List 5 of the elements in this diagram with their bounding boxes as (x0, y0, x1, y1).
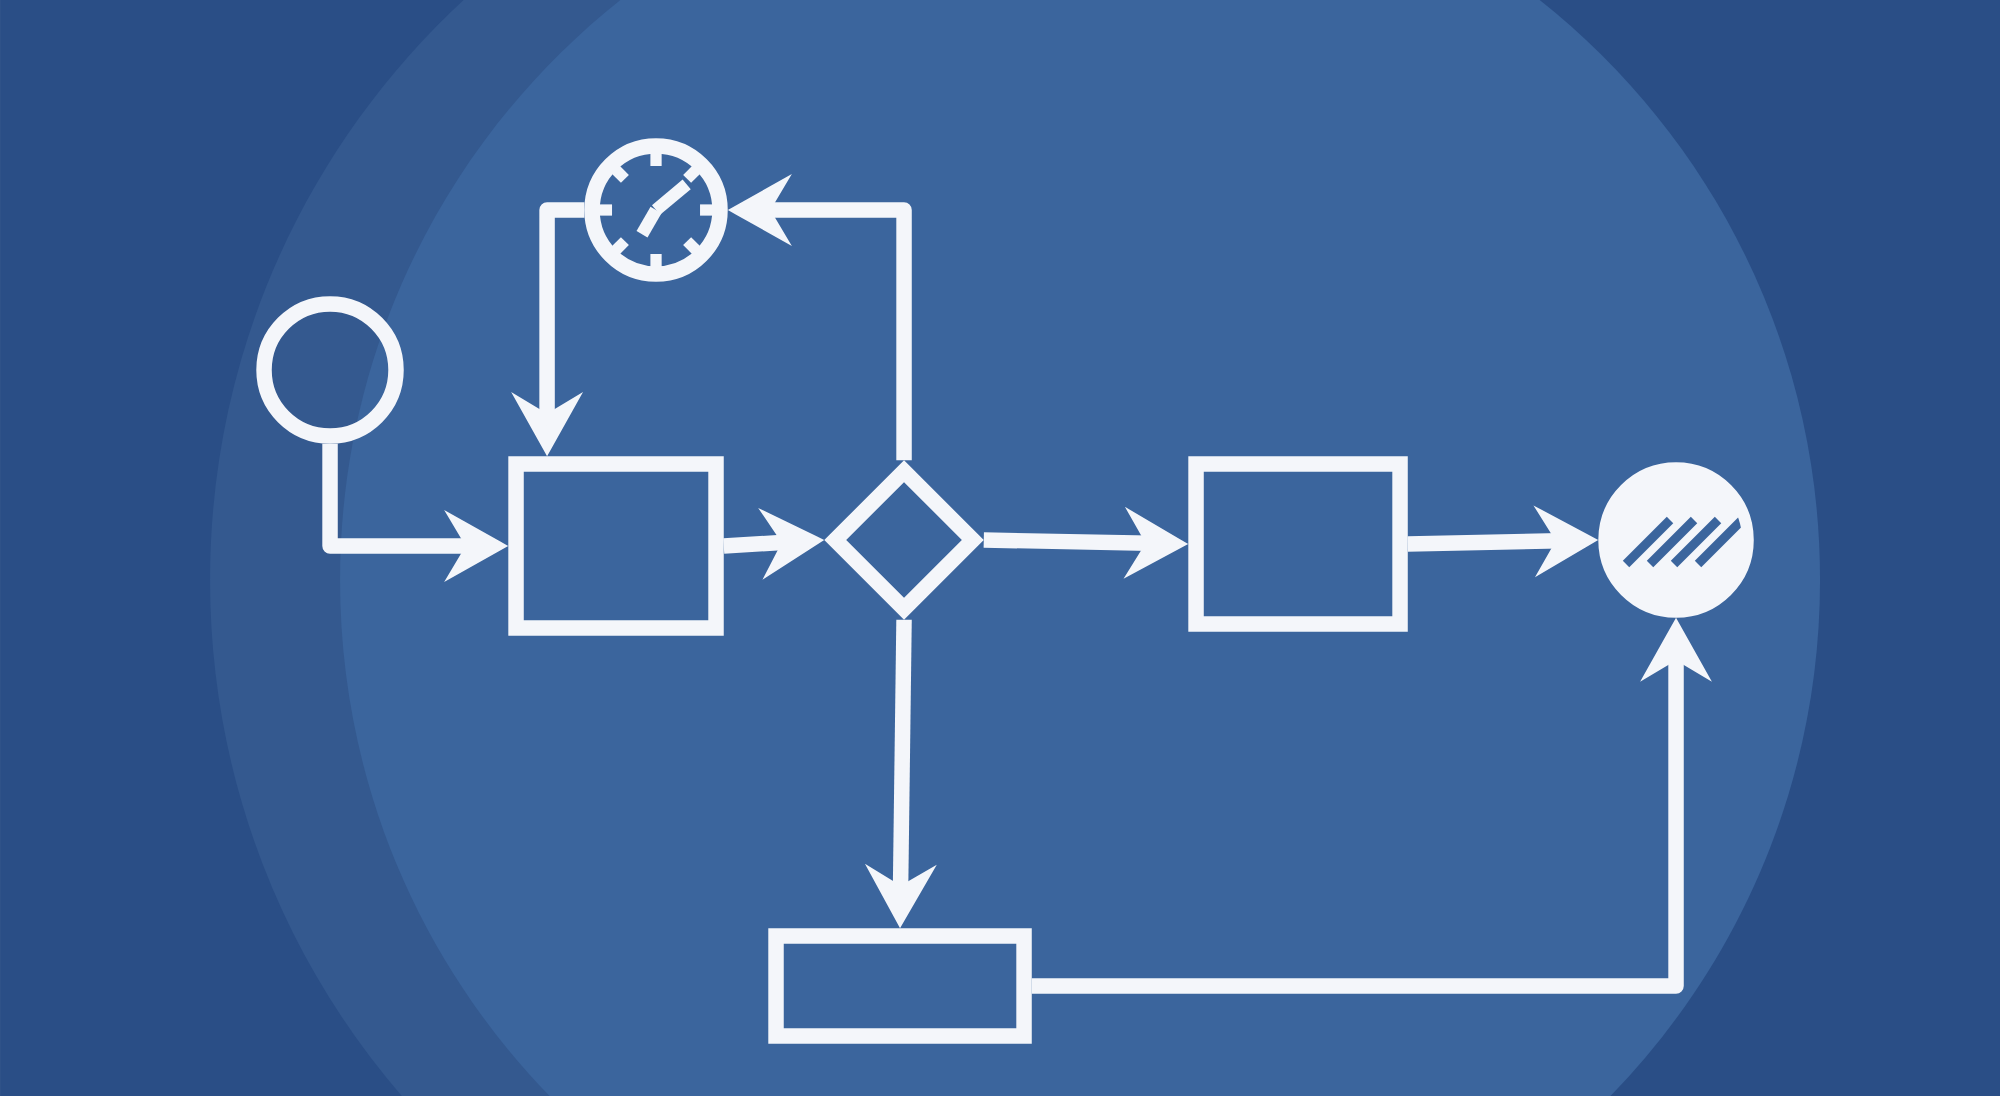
task-box (1188, 456, 1408, 632)
task-box (508, 456, 724, 636)
start-circle (256, 296, 404, 444)
task-box (768, 928, 1032, 1044)
timer-clock (584, 138, 728, 282)
